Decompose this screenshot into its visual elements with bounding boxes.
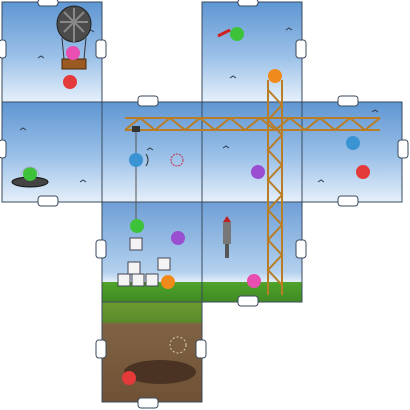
- pink-blob-2[interactable]: [247, 274, 261, 288]
- green-blob[interactable]: [230, 27, 244, 41]
- pink-blob[interactable]: [66, 46, 80, 60]
- hot-air-balloon: [56, 5, 92, 70]
- blue-blob[interactable]: [129, 153, 143, 167]
- tile-r3-c1[interactable]: [102, 302, 202, 402]
- purple-blob[interactable]: [251, 165, 265, 179]
- ufo: [11, 166, 49, 188]
- tile-r0-c2[interactable]: [202, 2, 302, 102]
- orange-blob[interactable]: [268, 69, 282, 83]
- orange-blob-2[interactable]: [161, 275, 175, 289]
- blue-blob-right[interactable]: [346, 136, 360, 150]
- red-blob-2[interactable]: [122, 371, 136, 385]
- red-blob-right[interactable]: [356, 165, 370, 179]
- crane: [124, 80, 381, 295]
- red-blob[interactable]: [63, 75, 77, 89]
- green-blob-2[interactable]: [130, 219, 144, 233]
- purple-blob-2[interactable]: [171, 231, 185, 245]
